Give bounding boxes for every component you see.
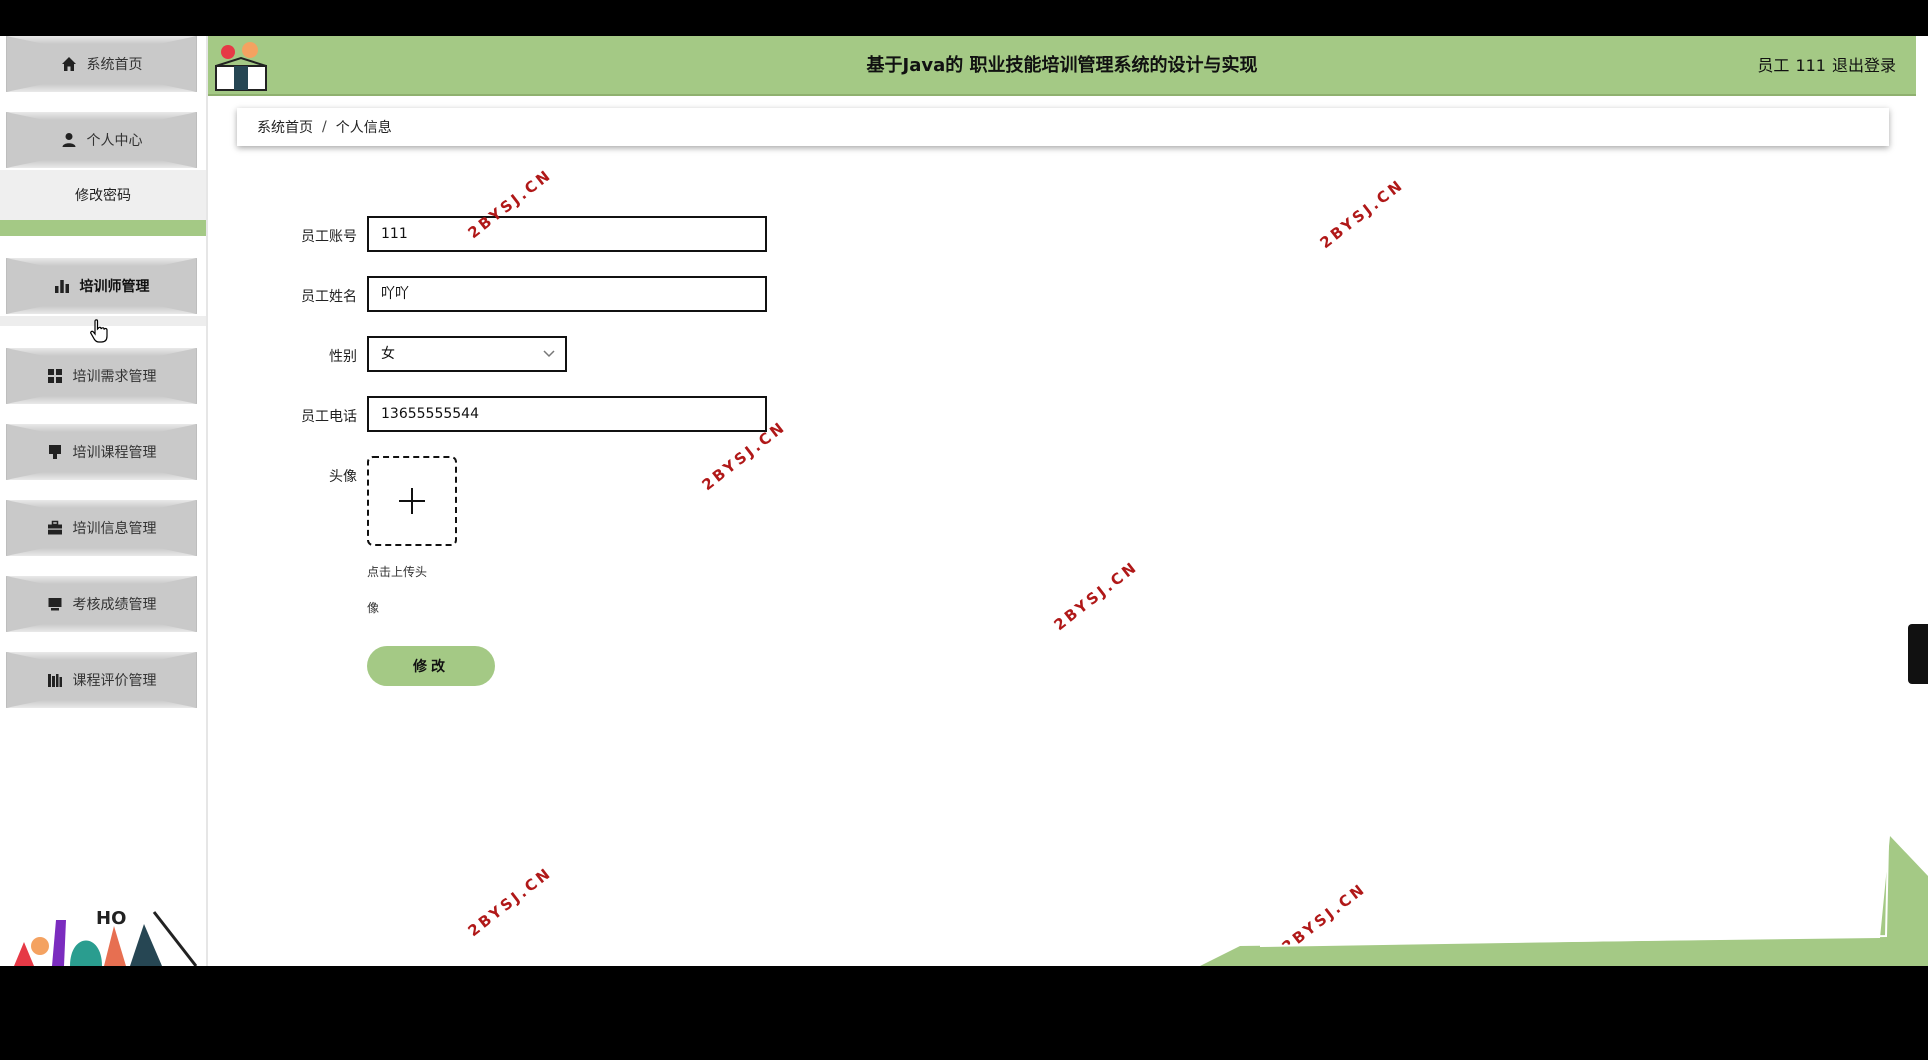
breadcrumb: 系统首页 / 个人信息 xyxy=(237,108,1889,146)
sidebar-item-trainer[interactable]: 培训师管理 xyxy=(6,258,197,314)
plus-icon xyxy=(399,488,425,514)
submenu-label: 修改密码 xyxy=(75,188,131,204)
app-title: 基于Java的 职业技能培训管理系统的设计与实现 xyxy=(866,55,1258,76)
user-role: 员工 xyxy=(1757,56,1790,75)
sidebar-item-courses[interactable]: 培训课程管理 xyxy=(6,424,197,480)
submit-button[interactable]: 修改 xyxy=(367,646,495,686)
sidebar-item-label: 考核成绩管理 xyxy=(72,597,157,613)
phone-label: 员工电话 xyxy=(301,409,357,425)
account-label: 员工账号 xyxy=(301,229,357,245)
sidebar-item-label: 培训需求管理 xyxy=(72,369,157,385)
hover-highlight xyxy=(0,316,206,326)
user-area: 员工 111 退出登录 xyxy=(1751,36,1896,96)
watermark: 2BYSJ.CN xyxy=(464,863,556,941)
top-header: 基于Java的 职业技能培训管理系统的设计与实现 员工 111 退出登录 xyxy=(208,36,1916,96)
sidebar-item-course-reviews[interactable]: 课程评价管理 xyxy=(6,652,197,708)
account-field[interactable]: 111 xyxy=(367,216,767,252)
gender-label: 性别 xyxy=(329,349,357,365)
name-label: 员工姓名 xyxy=(301,289,357,305)
briefcase-icon xyxy=(47,520,63,536)
gender-selected-value: 女 xyxy=(381,346,395,362)
sidebar-item-exam-scores[interactable]: 考核成绩管理 xyxy=(6,576,197,632)
sidebar-item-label: 系统首页 xyxy=(86,57,143,73)
gender-select[interactable]: 女 xyxy=(367,336,567,372)
name-field[interactable]: 吖吖 xyxy=(367,276,767,312)
breadcrumb-home[interactable]: 系统首页 xyxy=(257,120,313,136)
app-viewport: 系统首页 个人中心 修改密码 培训师管理 培训需求管理 xyxy=(0,36,1928,966)
grid-icon xyxy=(47,368,63,384)
home-icon xyxy=(61,56,77,72)
avatar-upload[interactable] xyxy=(367,456,457,546)
sidebar-logo: HO xyxy=(14,908,198,966)
sidebar-item-training-needs[interactable]: 培训需求管理 xyxy=(6,348,197,404)
avatar-label: 头像 xyxy=(329,469,357,485)
svg-text:HO: HO xyxy=(96,908,126,929)
sidebar-item-label: 培训信息管理 xyxy=(72,521,157,537)
side-panel-handle[interactable] xyxy=(1908,624,1928,684)
monitor-icon xyxy=(47,596,63,612)
sidebar-item-label: 个人中心 xyxy=(86,133,143,149)
sidebar-item-label: 培训师管理 xyxy=(79,279,150,295)
chevron-down-icon xyxy=(543,350,555,358)
watermark: 2BYSJ.CN xyxy=(1050,557,1142,635)
book-icon xyxy=(47,444,63,460)
watermark: 2BYSJ.CN xyxy=(1316,175,1408,253)
books-icon xyxy=(47,672,63,688)
breadcrumb-current: 个人信息 xyxy=(335,120,392,136)
breadcrumb-separator: / xyxy=(322,119,327,135)
sidebar-item-profile[interactable]: 个人中心 xyxy=(6,112,197,168)
hand-cursor-icon xyxy=(90,319,108,343)
sidebar: 系统首页 个人中心 修改密码 培训师管理 培训需求管理 xyxy=(0,36,208,966)
phone-field[interactable]: 13655555544 xyxy=(367,396,767,432)
sidebar-item-home[interactable]: 系统首页 xyxy=(6,36,197,92)
active-menu-indicator xyxy=(0,220,206,236)
upload-tip: 点击上传头 xyxy=(367,565,428,579)
submenu-change-password[interactable]: 修改密码 xyxy=(0,170,206,220)
corner-decoration xyxy=(1200,836,1928,966)
logout-link[interactable]: 退出登录 xyxy=(1831,56,1896,75)
upload-tip-continued: 像 xyxy=(367,601,380,615)
sidebar-item-training-info[interactable]: 培训信息管理 xyxy=(6,500,197,556)
user-icon xyxy=(61,132,77,148)
bar-chart-icon xyxy=(54,278,70,294)
username: 111 xyxy=(1795,56,1826,75)
header-logo xyxy=(215,42,267,91)
sidebar-item-label: 课程评价管理 xyxy=(72,673,157,689)
sidebar-item-label: 培训课程管理 xyxy=(72,445,157,461)
